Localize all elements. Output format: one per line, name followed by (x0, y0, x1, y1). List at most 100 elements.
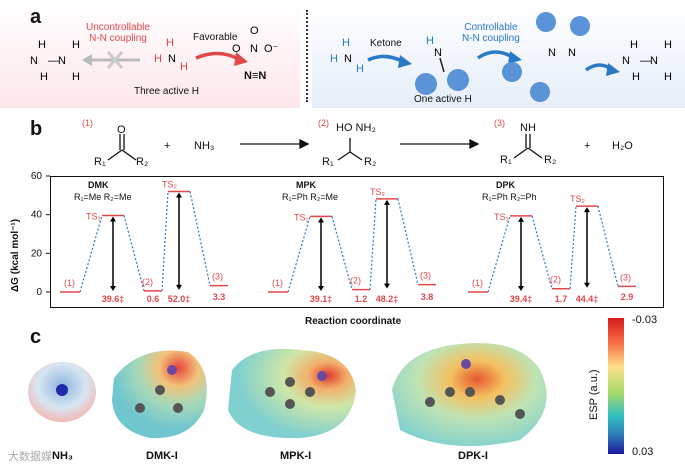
svg-text:H: H (40, 71, 48, 83)
hemiaminal-r1: R₁ (322, 156, 334, 168)
mpk-i-label: MPK-I (280, 450, 312, 462)
arrow-head-up (584, 207, 590, 213)
state-label: TS₁ (494, 212, 509, 222)
svg-text:H: H (664, 39, 672, 51)
svg-text:O: O (232, 43, 241, 55)
colorbar-label: ESP (a.u.) (588, 369, 600, 420)
y-tick-label: 20 (31, 248, 43, 259)
svg-text:N: N (650, 55, 658, 67)
svg-text:H: H (72, 39, 80, 51)
n2-label: N≡N (244, 70, 267, 82)
hemiaminal-r2: R₂ (364, 156, 377, 168)
nh3-label: NH₃ (52, 450, 73, 462)
arrow-head-up (318, 217, 324, 223)
panel-label-a: a (30, 6, 42, 28)
ketone-label: Ketone (370, 38, 402, 49)
series-name: DPK (496, 180, 516, 190)
arrow-head-down (110, 286, 116, 291)
level-connector (161, 191, 169, 291)
nh3-reactant: NH₃ (194, 140, 215, 152)
plus-2: + (584, 140, 591, 152)
h2o-product: H₂O (612, 140, 633, 152)
panel-a-right-background (312, 0, 685, 108)
level-connector (331, 216, 353, 290)
imine-structure: H N (415, 35, 469, 95)
svg-text:H: H (166, 37, 174, 49)
state-label: (1) (64, 278, 75, 288)
plus-1: + (164, 140, 171, 152)
svg-text:N: N (250, 43, 258, 55)
imine-r2: R₂ (544, 154, 557, 166)
hydrazine-structure-right: HN NH HH— (622, 39, 672, 83)
level-connector (369, 198, 377, 290)
svg-text:H: H (330, 53, 338, 65)
state-label: TS₂ (162, 179, 178, 189)
state-label: (1) (472, 278, 483, 288)
series-subtitle: R₁=Me R₂=Me (74, 192, 132, 202)
svg-text:H: H (180, 61, 188, 73)
esp-colorbar (608, 318, 624, 454)
arrow-head-up (110, 216, 116, 222)
azine-structure: N N (502, 12, 590, 102)
dpk-i-label: DPK-I (458, 450, 488, 462)
level-connector (597, 206, 619, 287)
step1-label: (1) (82, 118, 93, 128)
series-name: DMK (88, 180, 109, 190)
state-label: TS₁ (86, 211, 101, 221)
svg-text:N: N (58, 55, 66, 67)
y-tick-label: 0 (36, 287, 42, 298)
arrow-head-up (384, 199, 390, 205)
barrier-value: 52.0‡ (168, 294, 191, 304)
state-label: (1) (272, 278, 283, 288)
y-tick-label: 60 (31, 171, 43, 182)
colorbar-min: 0.03 (632, 446, 654, 458)
barrier-value: 39.6‡ (102, 294, 125, 304)
svg-text:N: N (568, 47, 576, 59)
favorable-label: Favorable (193, 32, 238, 43)
svg-text:H: H (154, 53, 162, 65)
intermediate-value: 1.2 (355, 294, 368, 304)
panel-a-left-background (0, 0, 300, 108)
step2-label: (2) (318, 118, 329, 128)
substituent-ball (447, 69, 469, 91)
arrow-head-down (518, 286, 524, 291)
svg-text:O: O (250, 25, 259, 37)
state-label: TS₁ (294, 212, 309, 222)
n-atom: N (30, 55, 38, 67)
level-connector (487, 215, 511, 293)
energy-plot-frame (50, 176, 664, 308)
panel-a-divider (306, 10, 308, 102)
svg-text:H: H (630, 39, 638, 51)
mpk-esp-surface (228, 348, 356, 439)
level-connector (531, 215, 553, 289)
esp-surfaces (28, 343, 547, 447)
state-label: (2) (550, 275, 561, 285)
svg-text:H: H (72, 71, 80, 83)
arrow-head-up (176, 192, 182, 198)
product-value: 3.3 (213, 292, 226, 302)
arrow-head-down (384, 283, 390, 289)
cross-icon (106, 51, 124, 69)
svg-text:H: H (342, 37, 350, 49)
dmk-i-label: DMK-I (146, 450, 178, 462)
x-axis-label: Reaction coordinate (305, 316, 402, 327)
colorbar-max: -0.03 (632, 314, 658, 326)
svg-text:H: H (426, 35, 434, 47)
intermediate-value: 1.7 (555, 294, 568, 304)
series-name: MPK (296, 180, 317, 190)
state-label: (2) (142, 277, 153, 287)
state-label: (3) (212, 272, 223, 282)
imine-nh: NH (520, 122, 536, 134)
one-active-h-label: One active H (414, 94, 472, 105)
state-label: TS₂ (370, 187, 386, 197)
svg-text:N: N (622, 55, 630, 67)
svg-text:H: H (356, 63, 364, 75)
svg-text:—: — (48, 55, 59, 67)
panel-label-c: c (30, 326, 42, 348)
ketone-r1: R₁ (94, 156, 106, 168)
hemiaminal-groups: HO NH₂ (336, 122, 376, 134)
step3-label: (3) (494, 118, 505, 128)
